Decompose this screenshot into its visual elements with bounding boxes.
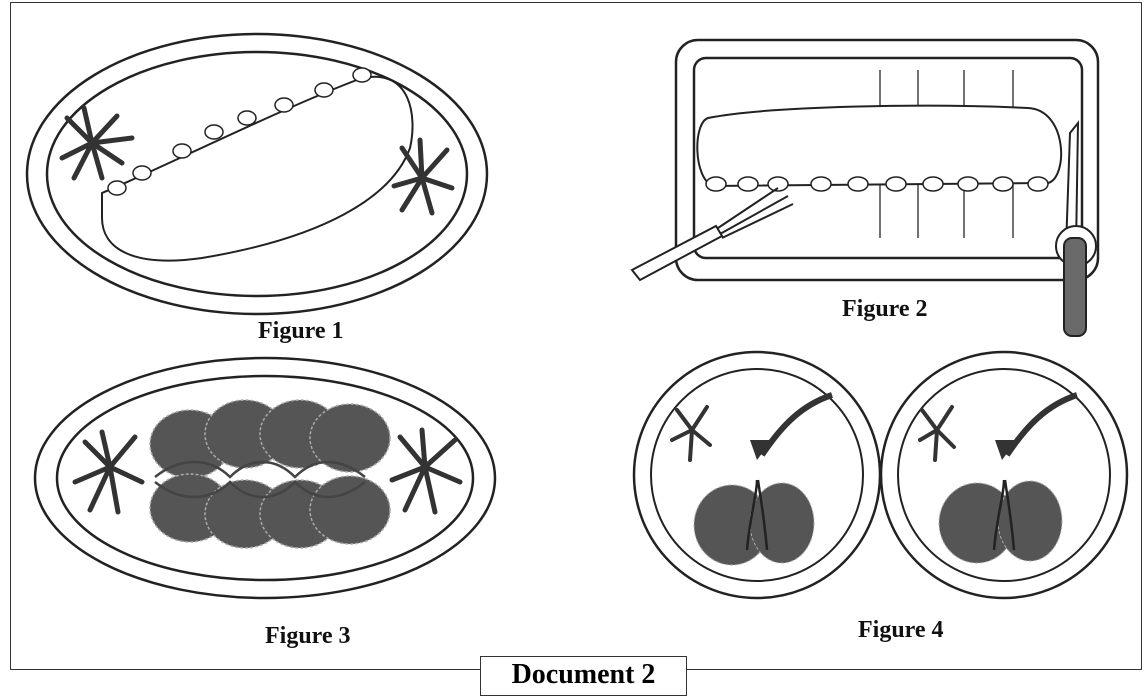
- figure-2-caption: Figure 2: [842, 296, 928, 323]
- figure-1-caption: Figure 1: [258, 318, 344, 345]
- figure-3-caption: Figure 3: [265, 623, 351, 650]
- figure-1-illustration: [22, 28, 492, 320]
- figure-3-illustration: [30, 352, 500, 608]
- plate-left: [634, 352, 880, 598]
- parsley-right: [392, 430, 460, 512]
- plate-right: [881, 352, 1127, 598]
- parsley-left: [75, 432, 142, 512]
- fork: [632, 188, 793, 280]
- figure-4-illustration: [632, 345, 1130, 615]
- roast: [697, 106, 1061, 186]
- figure-2-illustration: [628, 38, 1118, 338]
- meat-slices: [150, 400, 390, 548]
- document-label: Document 2: [480, 656, 687, 696]
- parsley-left: [62, 108, 132, 178]
- figure-4-caption: Figure 4: [858, 617, 944, 644]
- parsley-right: [394, 140, 452, 213]
